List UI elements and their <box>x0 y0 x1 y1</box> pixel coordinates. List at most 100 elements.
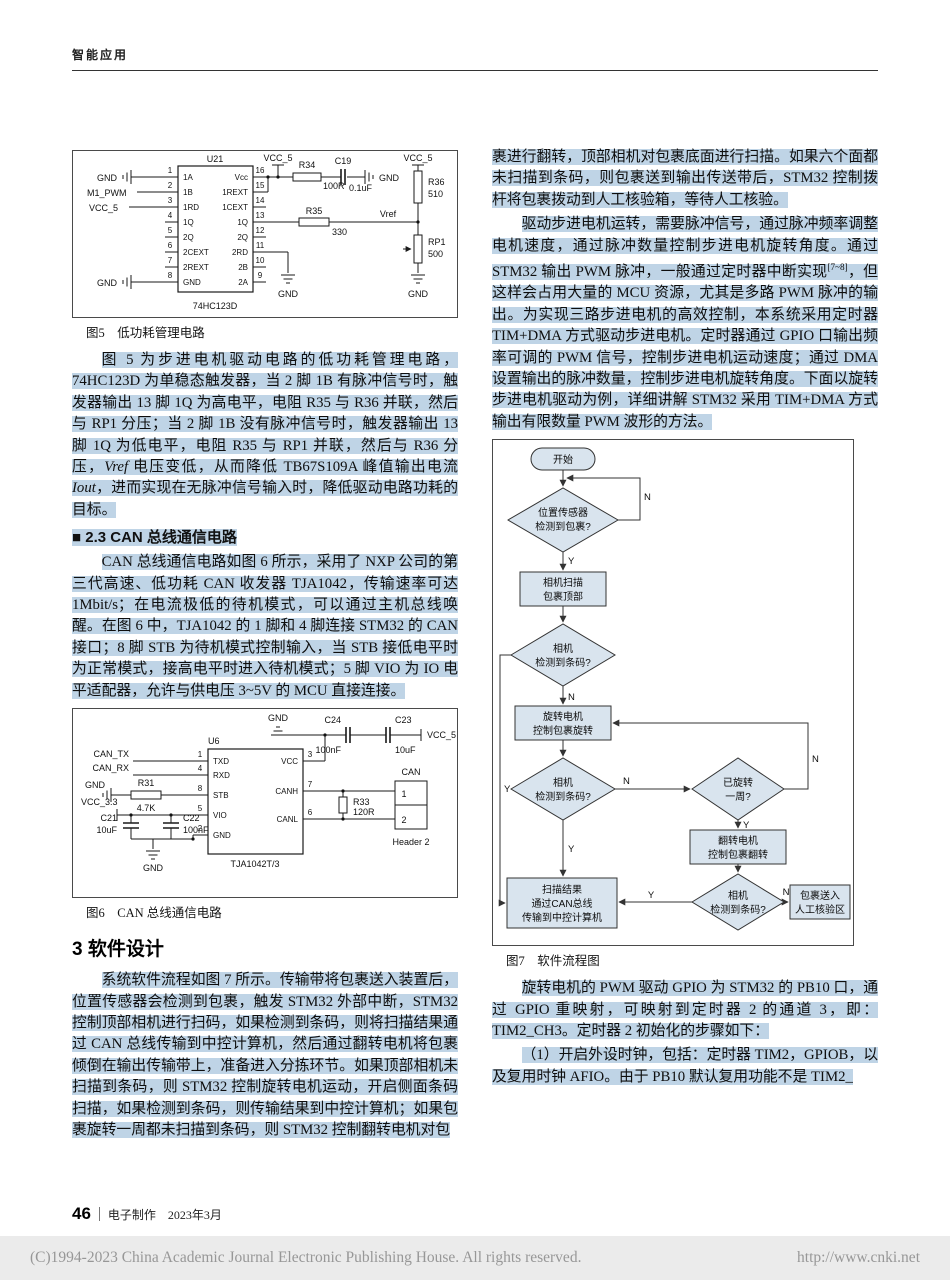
edge-label-n: N <box>783 887 790 898</box>
pin-name: CANL <box>277 815 299 824</box>
c24-value: 100nF <box>315 745 341 755</box>
ground-icon <box>280 274 296 284</box>
gnd-label: GND <box>379 173 400 183</box>
pin-name: 2RD <box>232 248 248 257</box>
figure-6-schematic: CAN_TX CAN_RX GND R31 4.7K VCC_3.3 C21 1… <box>81 713 456 873</box>
node-label: 检测到条码? <box>535 656 591 669</box>
pin-number: 4 <box>168 211 173 220</box>
pin-number: 15 <box>256 181 265 190</box>
gnd-label: GND <box>268 713 289 723</box>
pin-name: 1A <box>183 173 193 182</box>
cnki-copyright-bar: (C)1994-2023 China Academic Journal Elec… <box>0 1236 950 1280</box>
node-label: 相机扫描 <box>543 576 583 589</box>
node-label: 人工核验区 <box>795 903 845 916</box>
pin-number: 5 <box>168 226 173 235</box>
pin-number: 6 <box>168 241 173 250</box>
figure-7-caption: 图7 软件流程图 <box>506 954 600 969</box>
flow-decision-parcel-detected: 位置传感器 检测到包裹? <box>507 487 619 553</box>
paragraph: 图 5 为步进电机驱动电路的低功耗管理电路，74HC123D 为单稳态触发器，当… <box>72 350 458 521</box>
capacitor-c24 <box>345 727 351 744</box>
resistor-r35 <box>298 217 330 227</box>
node-label: 检测到条码? <box>535 790 591 803</box>
node-label: 控制包裹翻转 <box>708 848 768 861</box>
node-label: 相机 <box>553 776 573 789</box>
pin-name: STB <box>213 791 229 800</box>
edge-label-y: Y <box>568 844 575 855</box>
pin-name: 1B <box>183 188 193 197</box>
net-vcc5: VCC_5 <box>263 153 292 163</box>
gnd-label: GND <box>408 289 429 299</box>
resistor-r31 <box>130 790 162 800</box>
pin-number: 16 <box>256 166 265 175</box>
pin-number: 1 <box>168 166 173 175</box>
ground-icon <box>122 169 132 185</box>
paragraph-text: 驱动步进电机运转，需要脉冲信号，通过脉冲频率调整电机速度，通过脉冲数量控制步进电… <box>492 216 878 430</box>
figure-6: CAN_TX CAN_RX GND R31 4.7K VCC_3.3 C21 1… <box>72 708 458 899</box>
paragraph-text: （1）开启外设时钟，包括：定时器 TIM2，GPIOB，以及复用时钟 AFIO。… <box>492 1047 878 1085</box>
pin-name: 2B <box>238 263 248 272</box>
figure-5-caption: 图5 低功耗管理电路 <box>86 326 205 340</box>
left-column: U21 74HC123D GND GND M1_PWM VCC_5 VCC_5 … <box>72 150 458 1144</box>
flow-process-send-result: 扫描结果 通过CAN总线 传输到中控计算机 <box>506 877 618 929</box>
figure-5-schematic: U21 74HC123D GND GND M1_PWM VCC_5 VCC_5 … <box>87 153 446 311</box>
edge-label-y: Y <box>568 556 575 567</box>
paragraph-text: 裹进行翻转，顶部相机对包裹底面进行扫描。如果六个面都未扫描到条码，则包裹送到输出… <box>492 149 878 208</box>
flow-decision-barcode-1: 相机 检测到条码? <box>510 623 616 687</box>
net-vcc5: VCC_5 <box>89 203 118 213</box>
part-number: TJA1042T/3 <box>230 859 279 869</box>
node-label: 一周? <box>725 791 751 803</box>
r33-label: R33 <box>353 797 370 807</box>
paragraph: （1）开启外设时钟，包括：定时器 TIM2，GPIOB，以及复用时钟 AFIO。… <box>492 1045 878 1088</box>
paragraph-text: CAN 总线通信电路如图 6 所示，采用了 NXP 公司的第三代高速、低功耗 C… <box>72 554 458 699</box>
pin-number: 11 <box>256 241 265 250</box>
edge-label-y: Y <box>743 820 750 831</box>
header-pin2: 2 <box>401 815 406 825</box>
r34-label: R34 <box>299 160 316 170</box>
node-label: 旋转电机 <box>543 710 583 723</box>
pin-name: 1Q <box>237 218 248 227</box>
pin-name: 1REXT <box>222 188 248 197</box>
ground-icon <box>145 850 161 860</box>
copyright-text: (C)1994-2023 China Academic Journal Elec… <box>30 1249 582 1266</box>
ref-designator: U21 <box>207 154 224 164</box>
flow-edges <box>498 470 809 907</box>
c23-value: 10uF <box>395 745 416 755</box>
pin-name: Vcc <box>235 173 248 182</box>
node-label: 传输到中控计算机 <box>522 911 602 924</box>
r31-label: R31 <box>138 778 155 788</box>
gnd-label: GND <box>143 863 164 873</box>
node-label: 翻转电机 <box>718 834 758 847</box>
gnd-label: GND <box>85 780 106 790</box>
pin-number: 8 <box>168 271 173 280</box>
pin-name: 1CEXT <box>222 203 248 212</box>
page-number: 46 <box>72 1204 91 1223</box>
can-label: CAN <box>401 767 420 777</box>
node-label: 扫描结果 <box>542 883 582 896</box>
edge-label-n: N <box>623 776 630 787</box>
pin-number: 1 <box>198 750 203 759</box>
net-vcc33: VCC_3.3 <box>81 797 118 807</box>
figure-7-flowchart: N Y N Y N N Y Y Y N 开始 位置传感器 检测到包裹? <box>498 447 851 931</box>
pin-number: 13 <box>256 211 265 220</box>
ic-tja1042 <box>207 748 304 855</box>
resistor-r36 <box>413 170 423 204</box>
rp1-label: RP1 <box>428 237 446 247</box>
pin-name: CANH <box>275 787 298 796</box>
paragraph: 系统软件流程如图 7 所示。传输带将包裹送入装置后，位置传感器会检测到包裹，触发… <box>72 970 458 1141</box>
pin-number: 2 <box>198 824 203 833</box>
flow-decision-barcode-3: 相机 检测到条码? <box>691 873 785 931</box>
pin-name: TXD <box>213 757 229 766</box>
net-can-tx: CAN_TX <box>93 749 129 759</box>
node-label: 检测到包裹? <box>535 520 591 533</box>
r36-label: R36 <box>428 177 445 187</box>
pin-number: 4 <box>198 764 203 773</box>
potentiometer-rp1 <box>413 234 423 264</box>
r36-value: 510 <box>428 189 443 199</box>
pin-number: 5 <box>198 804 203 813</box>
right-column: 裹进行翻转，顶部相机对包裹底面进行扫描。如果六个面都未扫描到条码，则包裹送到输出… <box>492 147 878 1091</box>
resistor-r34 <box>292 172 322 182</box>
c21-label: C21 <box>100 813 117 823</box>
node-label: 包裹顶部 <box>543 590 583 603</box>
paragraph: 驱动步进电机运转，需要脉冲信号，通过脉冲频率调整电机速度，通过脉冲数量控制步进电… <box>492 214 878 433</box>
pin-number: 7 <box>308 780 313 789</box>
